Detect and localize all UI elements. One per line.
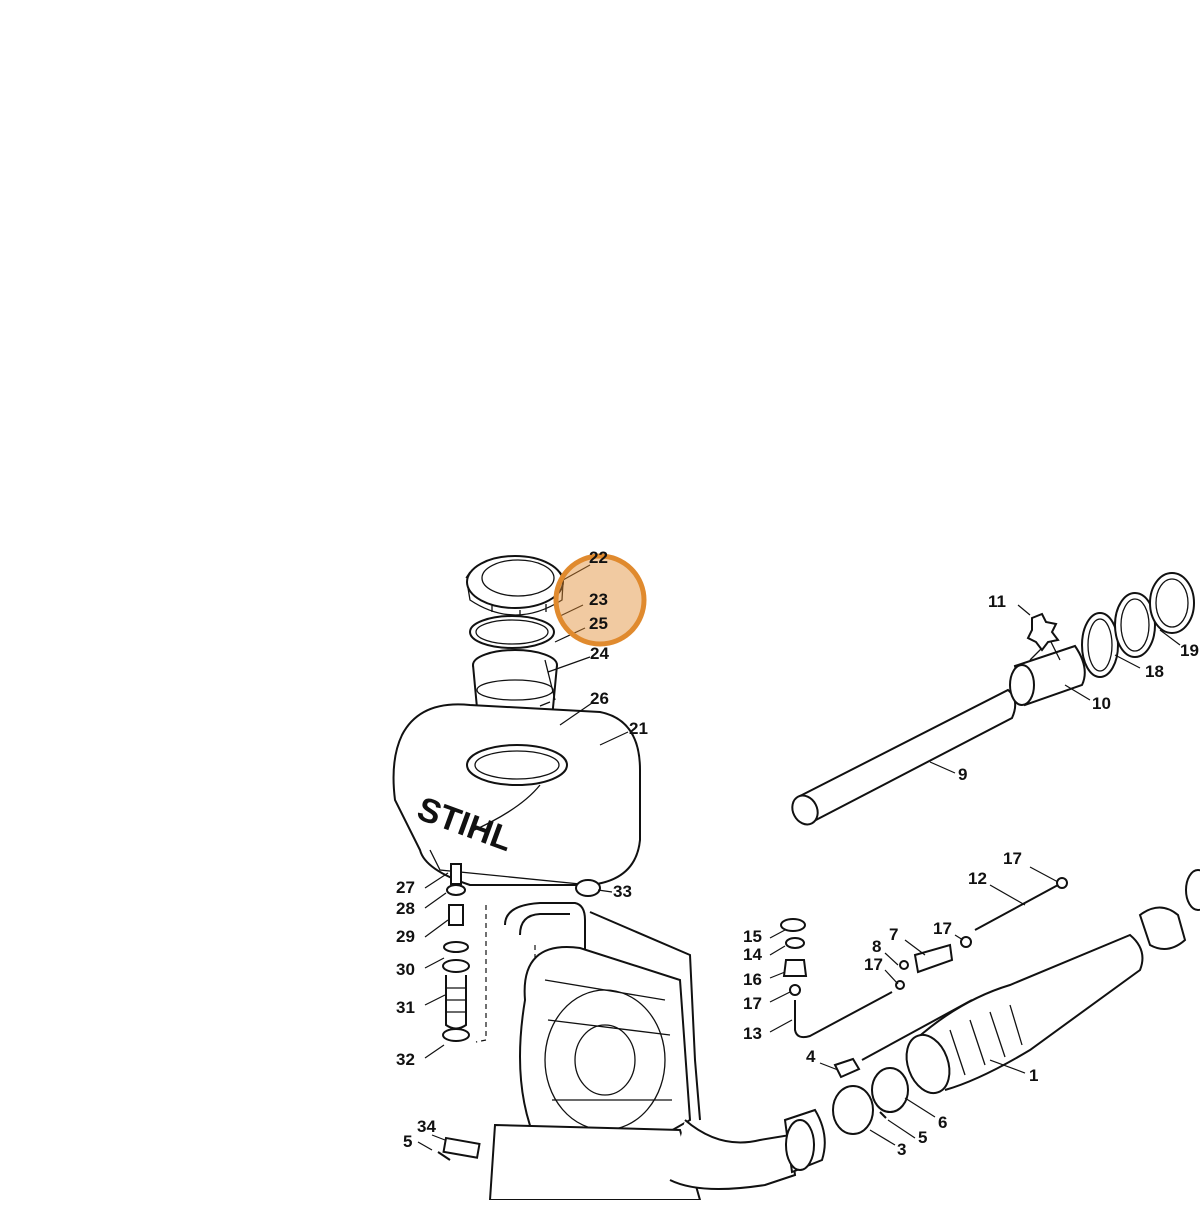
callout-18[interactable]: 18 [1145,662,1164,681]
callout-12[interactable]: 12 [968,869,987,888]
callout-24[interactable]: 24 [590,644,609,663]
callout-21[interactable]: 21 [629,719,648,738]
callout-17-top[interactable]: 17 [1003,849,1022,868]
callout-33[interactable]: 33 [613,882,632,901]
grille-disc-part[interactable] [1081,572,1195,678]
callout-3[interactable]: 3 [897,1140,906,1159]
bracket-and-screws-part[interactable] [437,1057,887,1161]
valve-stack-parts[interactable] [442,863,470,1042]
callout-8[interactable]: 8 [872,937,881,956]
drain-fitting-part[interactable] [575,879,601,897]
hose-clamp-part[interactable] [783,1067,909,1174]
callout-27[interactable]: 27 [396,878,415,897]
callout-13[interactable]: 13 [743,1024,762,1043]
leader-lines [417,564,1181,1151]
chemical-tank-part[interactable]: STIHL [392,703,641,886]
callout-29[interactable]: 29 [396,927,415,946]
callout-17-right[interactable]: 17 [864,955,883,974]
nozzle-clamp-part[interactable] [1138,869,1200,950]
callout-26[interactable]: 26 [590,689,609,708]
frame-and-housing-part[interactable] [488,902,797,1201]
callout-11[interactable]: 11 [988,592,1006,611]
gasket-ring-part[interactable] [469,615,555,649]
callout-6[interactable]: 6 [938,1113,947,1132]
callout-22[interactable]: 22 [589,548,608,567]
callout-28[interactable]: 28 [396,899,415,918]
callout-16[interactable]: 16 [743,970,762,989]
callout-5-right[interactable]: 5 [918,1128,927,1147]
hose-and-valve-parts[interactable] [780,877,1068,1039]
callout-15[interactable]: 15 [743,927,762,946]
callout-9[interactable]: 9 [958,765,967,784]
blower-tube-part[interactable] [787,688,1017,829]
callout-14[interactable]: 14 [743,945,762,964]
control-rod-part[interactable] [861,999,973,1061]
callout-1[interactable]: 1 [1029,1066,1038,1085]
star-knob-part[interactable] [1026,612,1060,652]
callout-labels: 22 23 25 24 26 21 27 28 29 30 31 32 33 3… [396,548,1199,1159]
callout-17-mid[interactable]: 17 [933,919,952,938]
callout-25[interactable]: 25 [589,614,608,633]
dashed-guide-line [475,905,487,1043]
callout-5-left[interactable]: 5 [403,1132,412,1151]
highlight-circle [553,553,647,647]
callout-23[interactable]: 23 [589,590,608,609]
tube-elbow-part[interactable] [1009,638,1086,707]
callout-34[interactable]: 34 [417,1117,436,1136]
callout-7[interactable]: 7 [889,925,898,944]
callout-19[interactable]: 19 [1180,641,1199,660]
callout-17-left[interactable]: 17 [743,994,762,1013]
tank-cap-part[interactable] [465,555,565,618]
callout-4[interactable]: 4 [806,1047,816,1066]
callout-30[interactable]: 30 [396,960,415,979]
callout-32[interactable]: 32 [396,1050,415,1069]
callout-10[interactable]: 10 [1092,694,1111,713]
callout-31[interactable]: 31 [396,998,415,1017]
